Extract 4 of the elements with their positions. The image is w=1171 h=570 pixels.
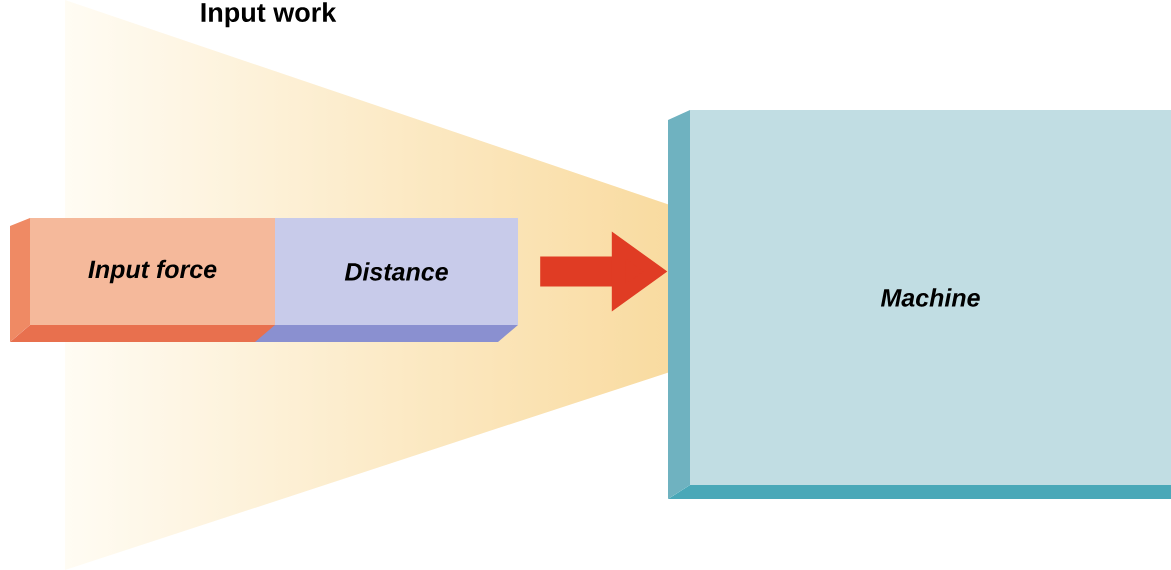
title: Input work [201, 2, 337, 28]
block: Machine [668, 110, 1171, 499]
block: Distance [255, 218, 518, 342]
block: Input force [10, 218, 275, 342]
